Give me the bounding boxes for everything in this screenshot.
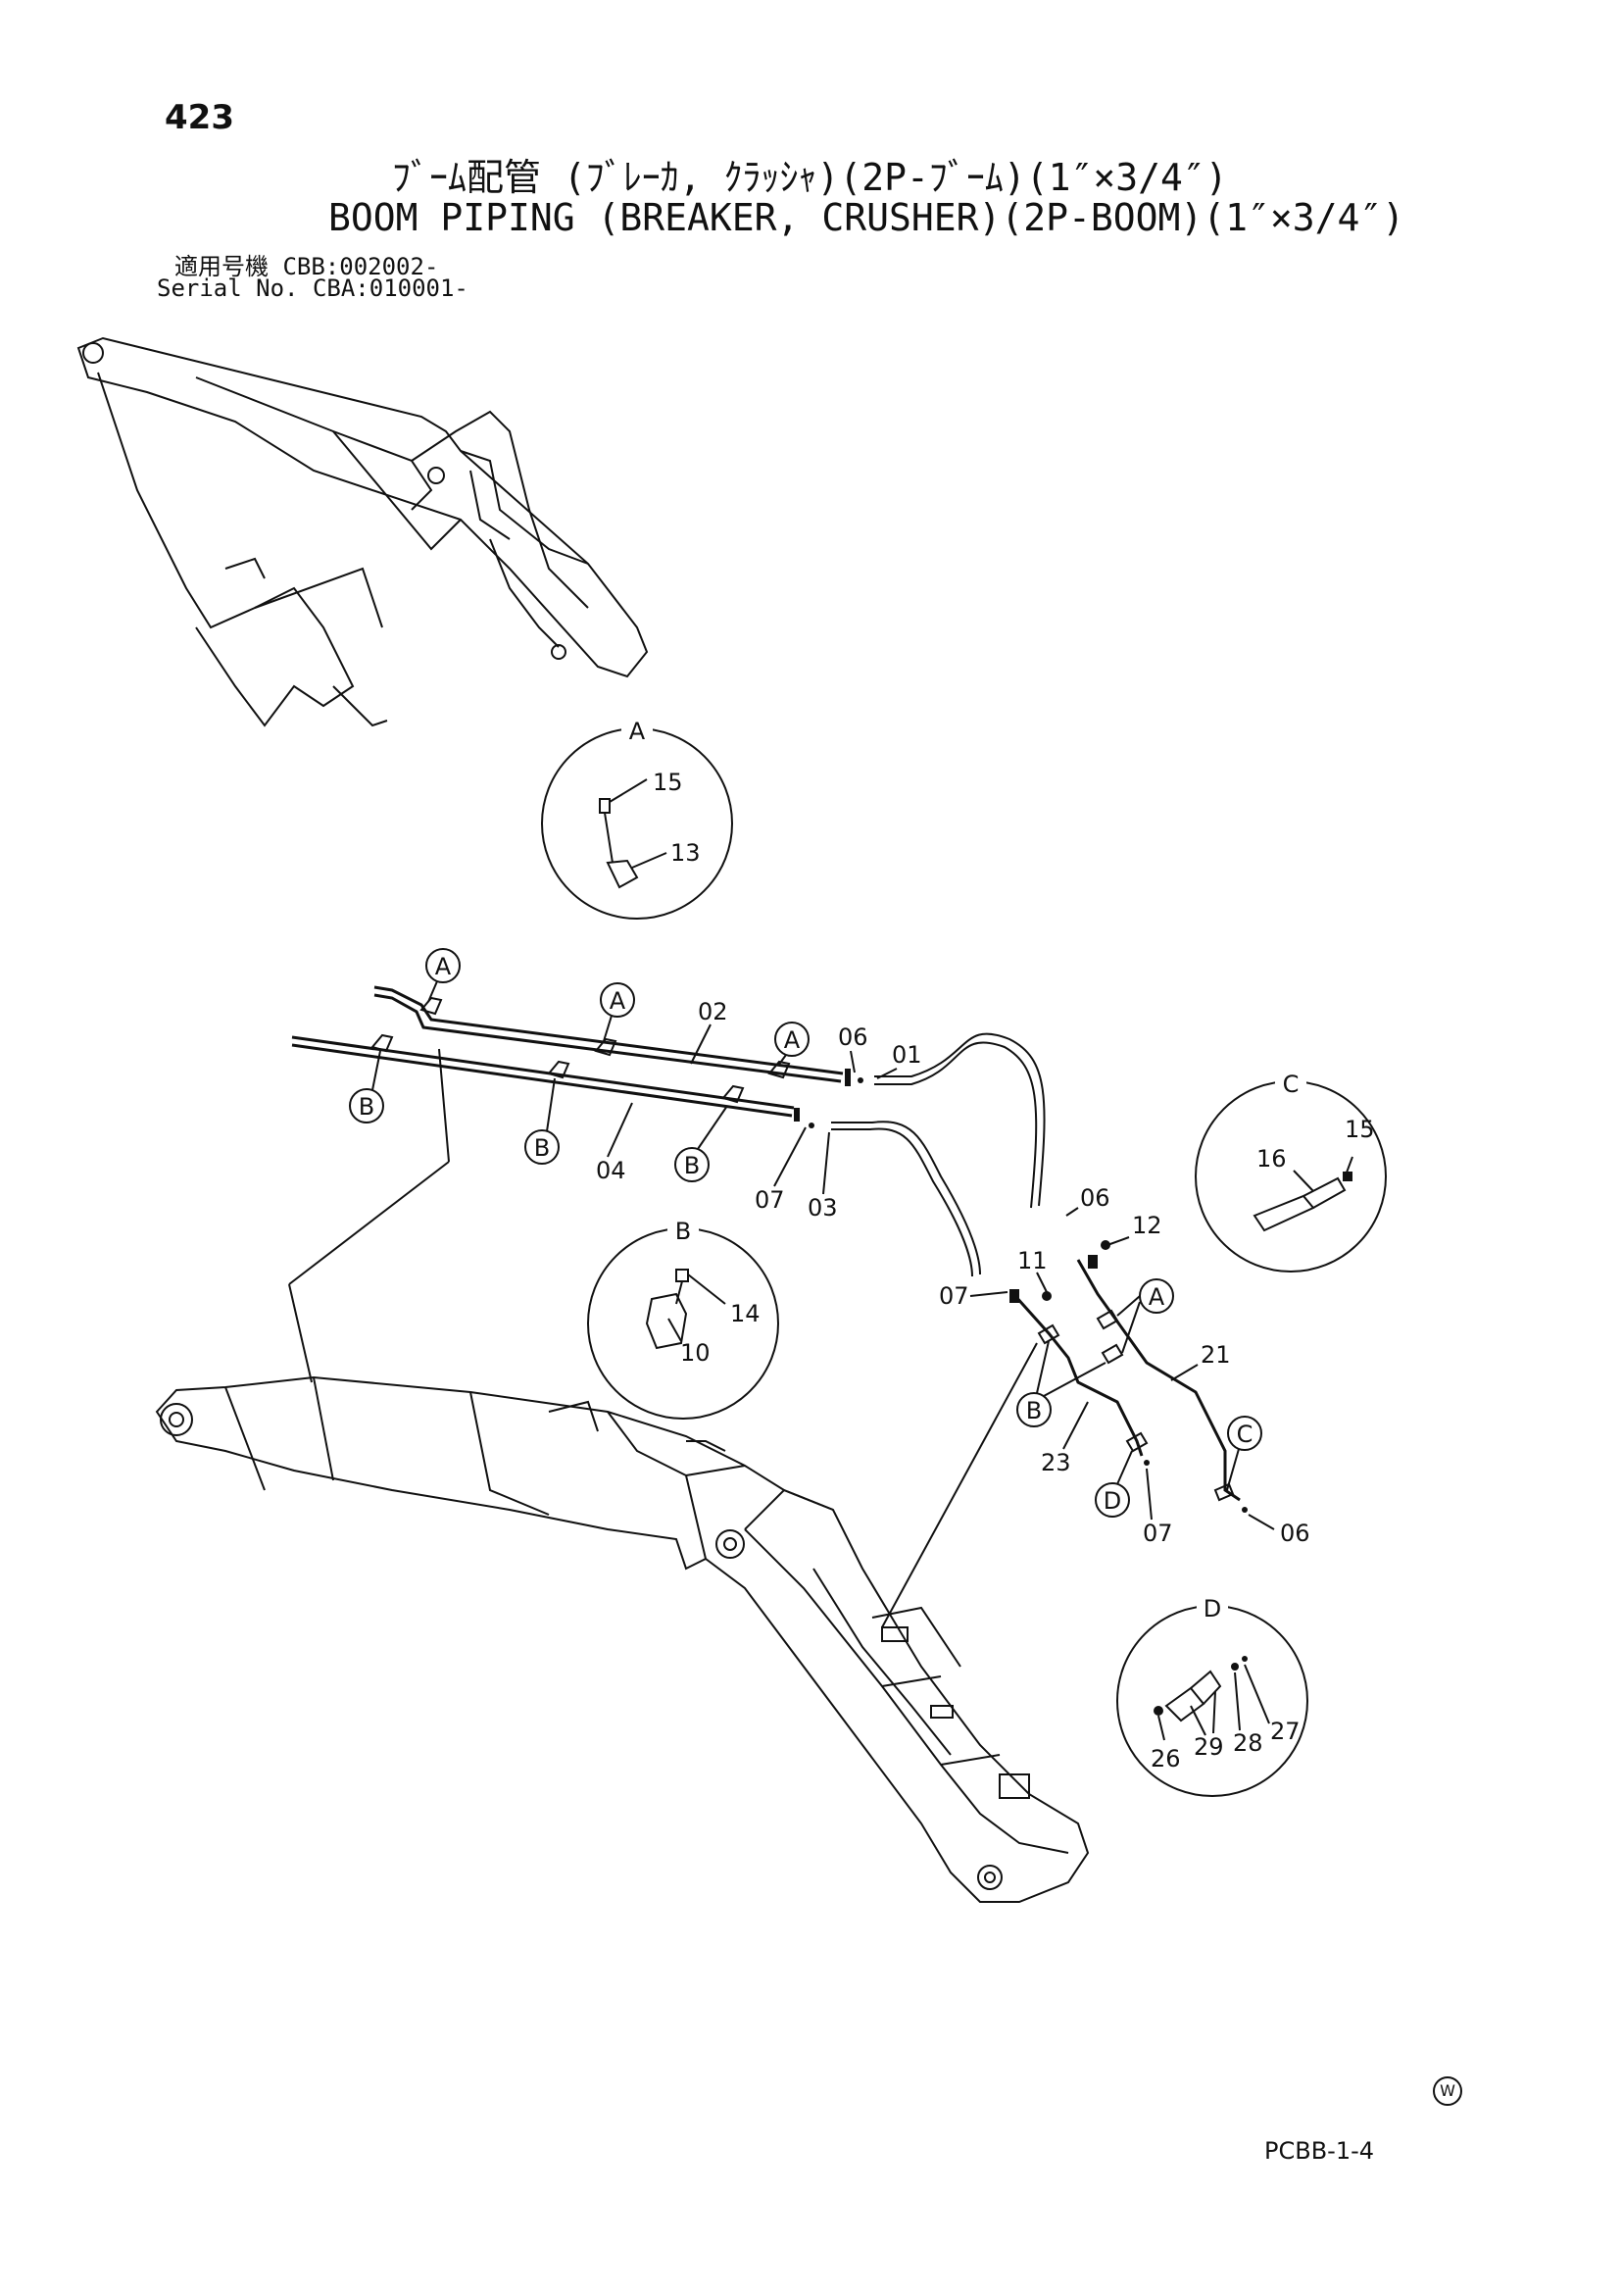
part-label-06-b: 06 xyxy=(1080,1184,1110,1212)
boom-structure xyxy=(155,1375,1090,1903)
part-label-04: 04 xyxy=(596,1157,626,1184)
hose-assembly-right xyxy=(1009,1207,1248,1513)
callout-c-1: C xyxy=(1237,1421,1253,1448)
detail-d-part-28: 28 xyxy=(1233,1729,1263,1757)
callout-a-1: A xyxy=(435,953,452,980)
part-label-07-c: 07 xyxy=(1143,1520,1173,1547)
title-english: BOOM PIPING (BREAKER, CRUSHER)(2P-BOOM)(… xyxy=(328,196,1405,239)
manufacturer-mark: W xyxy=(1433,2076,1462,2106)
detail-b-part-14: 14 xyxy=(730,1300,761,1327)
part-label-01: 01 xyxy=(892,1041,922,1069)
part-label-06-a: 06 xyxy=(838,1023,868,1051)
detail-b-part-10: 10 xyxy=(680,1339,711,1367)
part-label-03: 03 xyxy=(808,1194,838,1222)
detail-a-part-13: 13 xyxy=(670,839,701,867)
serial-japanese: 適用号機 CBB:002002- xyxy=(174,253,439,280)
part-label-06-c: 06 xyxy=(1280,1520,1310,1547)
excavator-overview xyxy=(76,336,649,727)
detail-d-label: D xyxy=(1204,1595,1221,1622)
callout-d-1: D xyxy=(1104,1487,1121,1515)
page-number: 423 xyxy=(165,98,234,137)
callout-b-2: B xyxy=(534,1134,550,1162)
page-code: PCBB-1-4 xyxy=(1264,2137,1375,2165)
part-numbers-right: 06 11 12 07 21 23 07 06 xyxy=(939,1184,1310,1547)
detail-circle-b: B 14 10 xyxy=(587,1218,779,1420)
detail-c-label: C xyxy=(1283,1071,1300,1098)
callout-b-4: B xyxy=(1026,1397,1042,1424)
title-japanese: ﾌﾞｰﾑ配管 (ﾌﾞﾚｰｶ, ｸﾗｯｼｬ)(2P-ﾌﾞｰﾑ)(1″×3/4″) xyxy=(392,156,1228,199)
callout-b-1: B xyxy=(359,1093,374,1121)
detail-d-part-27: 27 xyxy=(1270,1718,1301,1745)
callout-a-2: A xyxy=(610,987,626,1015)
serial-english: Serial No. CBA:010001- xyxy=(157,275,468,302)
detail-circle-d: D 26 29 28 27 xyxy=(1116,1595,1308,1797)
callout-b-3: B xyxy=(684,1152,700,1179)
detail-circle-c: C 16 15 xyxy=(1195,1071,1387,1273)
part-numbers-upper: 02 06 01 04 07 03 xyxy=(596,998,922,1222)
detail-d-part-29: 29 xyxy=(1194,1733,1224,1761)
part-label-11: 11 xyxy=(1017,1247,1048,1274)
leader-lines xyxy=(288,1048,1038,1628)
detail-b-label: B xyxy=(675,1218,691,1245)
part-label-07-a: 07 xyxy=(755,1186,785,1214)
callouts-upper: A A A B B B xyxy=(349,948,810,1182)
callout-a-4: A xyxy=(1149,1283,1165,1311)
part-label-23: 23 xyxy=(1041,1449,1071,1476)
hose-clamps xyxy=(370,996,791,1104)
callouts-right: A B C D xyxy=(1016,1278,1262,1518)
hose-assembly-upper xyxy=(291,985,1046,1277)
detail-a-label: A xyxy=(629,718,646,745)
detail-circle-a: A 15 13 xyxy=(541,718,733,920)
part-label-21: 21 xyxy=(1201,1341,1231,1369)
detail-d-part-26: 26 xyxy=(1151,1745,1181,1772)
callout-a-3: A xyxy=(784,1026,801,1054)
part-label-07-b: 07 xyxy=(939,1282,969,1310)
detail-a-part-15: 15 xyxy=(653,769,683,796)
part-label-12: 12 xyxy=(1132,1212,1162,1239)
detail-c-part-16: 16 xyxy=(1256,1145,1287,1173)
detail-c-part-15: 15 xyxy=(1345,1116,1375,1143)
part-label-02: 02 xyxy=(698,998,728,1025)
